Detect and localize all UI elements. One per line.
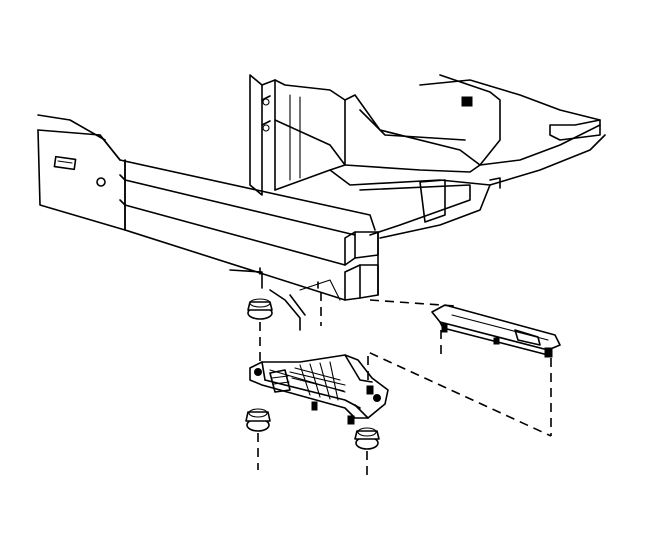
- frame-rail: [249, 74, 606, 239]
- alignment-lines: [257, 292, 552, 476]
- nut-washer-lower-left: [245, 408, 271, 432]
- stud: [259, 267, 319, 289]
- nut-washer: [245, 298, 380, 450]
- nut-washer-lower-right: [354, 427, 380, 450]
- lower-bracket: [249, 354, 389, 425]
- nut-washer-upper: [247, 298, 273, 320]
- front-bumper-impact-bar: [37, 114, 379, 331]
- upper-bracket: [431, 304, 561, 358]
